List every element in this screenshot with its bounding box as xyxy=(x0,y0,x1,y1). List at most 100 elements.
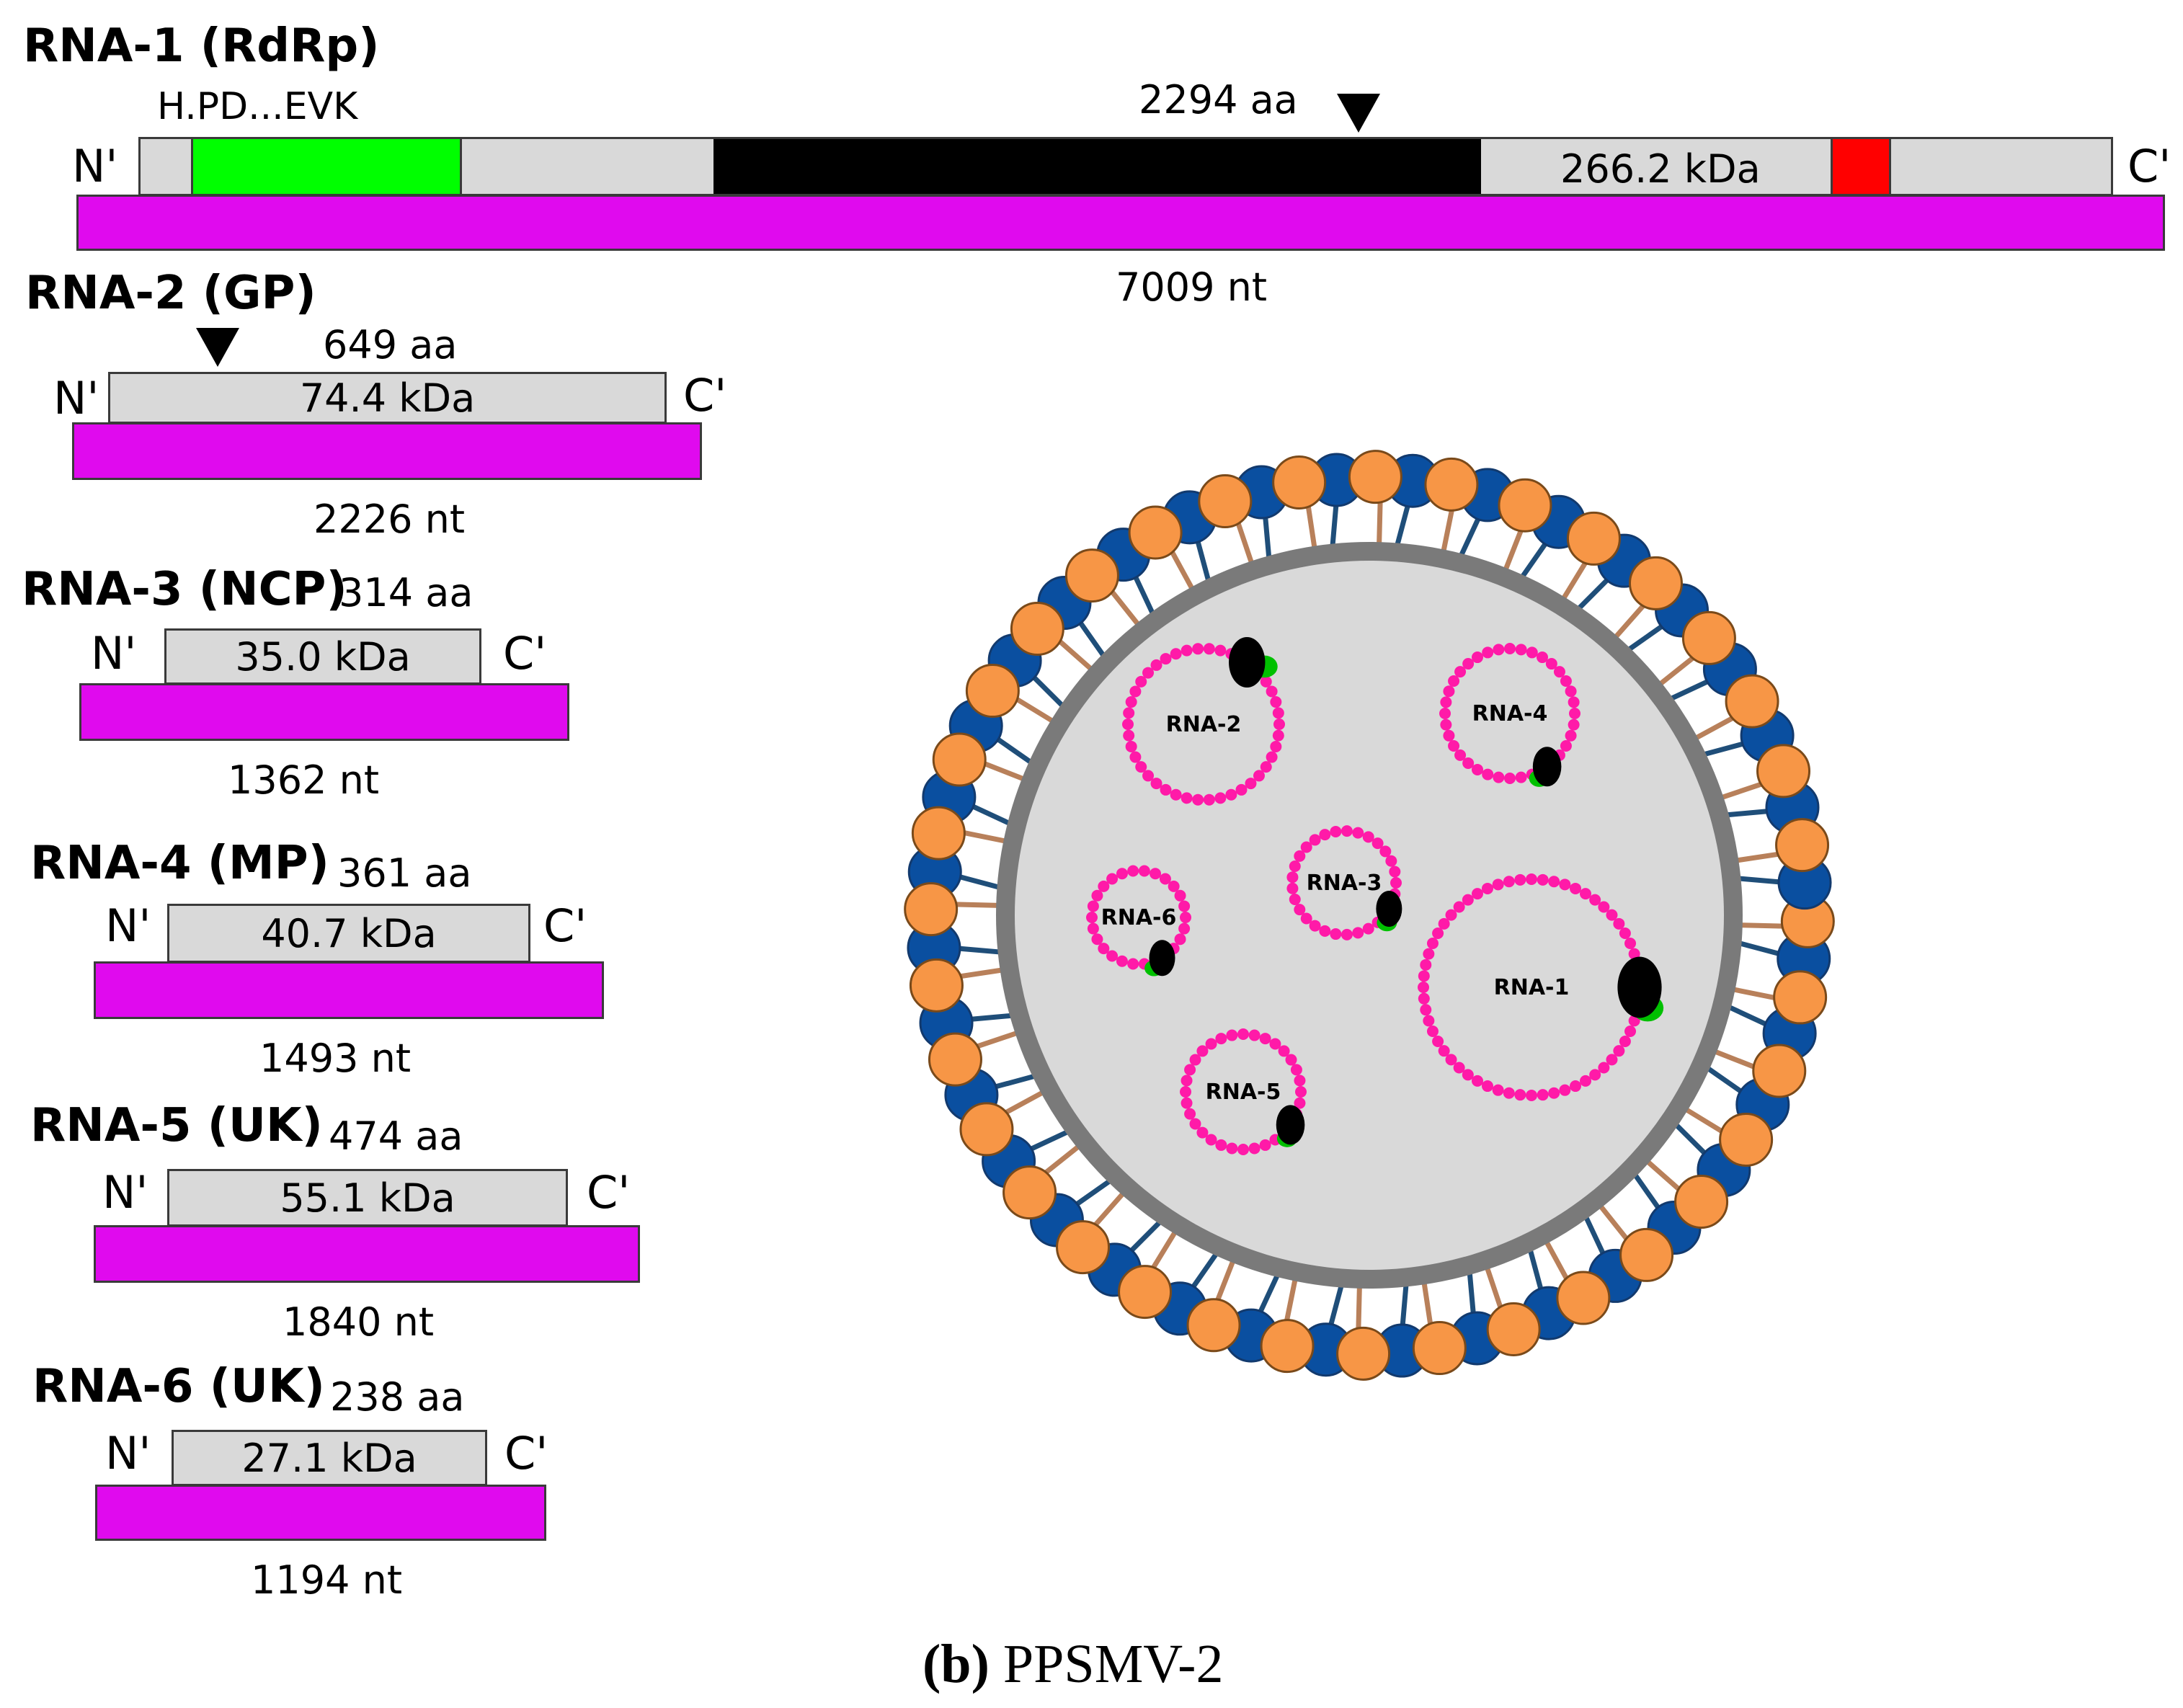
rnp-bead xyxy=(1448,740,1460,752)
rnp-bead xyxy=(1560,675,1572,687)
rnp-bead xyxy=(1205,1134,1217,1146)
rna4-title: RNA-4 (MP) xyxy=(30,837,329,890)
rna5-nt-label: 1840 nt xyxy=(283,1299,434,1345)
rnp-bead xyxy=(1493,771,1505,783)
rnp-bead xyxy=(1286,882,1299,894)
rna4-aa-label: 361 aa xyxy=(337,850,472,896)
rnp-bead xyxy=(1122,719,1134,730)
rnp-bead xyxy=(1259,1033,1271,1045)
rnp-rna-4: RNA-4 xyxy=(1439,643,1580,787)
rnp-bead xyxy=(1116,868,1128,880)
rnp-bead xyxy=(1266,751,1278,763)
rnp-bead xyxy=(1294,1075,1306,1087)
rnp-bead xyxy=(1503,1087,1515,1099)
rna4-nt-label: 1493 nt xyxy=(259,1036,411,1081)
rnp-bead xyxy=(1129,685,1142,698)
rnp-label: RNA-5 xyxy=(1206,1080,1281,1105)
rnp-bead xyxy=(1418,992,1430,1005)
rna3-protein-box: 35.0 kDa xyxy=(164,628,481,685)
rnp-bead xyxy=(1613,1045,1625,1057)
rnp-bead xyxy=(1226,1142,1238,1155)
rnp-bead xyxy=(1086,912,1098,923)
rnp-bead xyxy=(1481,1080,1493,1093)
lipid-head-orange xyxy=(1198,473,1253,528)
rnp-bead xyxy=(1245,778,1257,790)
rnp-bead xyxy=(1462,894,1474,906)
rna5-c-term: C' xyxy=(587,1166,631,1219)
rnp-bead xyxy=(1098,943,1110,955)
rnp-bead xyxy=(1181,1075,1193,1087)
rna1-title: RNA-1 (RdRp) xyxy=(23,19,380,73)
rnp-bead xyxy=(1127,865,1139,877)
lipid-head-orange xyxy=(911,806,966,860)
rnp-bead xyxy=(1181,1097,1193,1109)
lipid-head-orange xyxy=(1010,602,1064,657)
rnp-bead xyxy=(1420,958,1432,971)
rnp-label: RNA-2 xyxy=(1166,712,1242,737)
rnp-bead xyxy=(1237,1144,1249,1155)
lipid-head-orange xyxy=(1186,1298,1241,1353)
lipid-head-orange xyxy=(1773,970,1828,1025)
lipid-head-orange xyxy=(965,664,1020,719)
lipid-head-orange xyxy=(1556,1271,1611,1325)
rnp-bead xyxy=(1568,719,1580,731)
rnp-bead xyxy=(1580,888,1591,900)
lipid-head-orange xyxy=(1056,1220,1111,1275)
lipid-head-orange xyxy=(1719,1112,1774,1167)
lipid-head-orange xyxy=(928,1032,982,1087)
rnp-bead xyxy=(1138,865,1150,877)
rnp-bead xyxy=(1160,653,1172,665)
lipid-head-orange xyxy=(1775,818,1830,873)
rna2-nt-label: 2226 nt xyxy=(314,497,465,542)
rnp-bead xyxy=(1553,666,1565,678)
rnp-bead xyxy=(1352,827,1364,839)
rna6-title: RNA-6 (UK) xyxy=(32,1360,325,1413)
rnp-bead xyxy=(1285,1054,1297,1066)
rnp-bead xyxy=(1548,876,1560,888)
rna4-kda-label: 40.7 kDa xyxy=(261,910,437,956)
caption-text: PPSMV-2 xyxy=(989,1634,1224,1694)
rnp-bead xyxy=(1472,651,1483,664)
lipid-head-orange xyxy=(1756,744,1811,799)
rna3-aa-label: 314 aa xyxy=(339,570,473,615)
rnp-bead xyxy=(1205,1038,1217,1050)
rnp-bead xyxy=(1624,937,1637,949)
rnp-bead xyxy=(1174,933,1186,946)
rnp-bead xyxy=(1098,880,1110,892)
rnp-bead xyxy=(1192,793,1204,806)
rnp-bead xyxy=(1515,644,1527,656)
rnp-bead xyxy=(1159,873,1171,885)
rnp-bead xyxy=(1125,696,1137,708)
lipid-head-orange xyxy=(909,958,964,1013)
lipid-head-orange xyxy=(1348,450,1402,504)
rnp-polymerase xyxy=(1229,636,1266,688)
rnp-bead xyxy=(1215,1139,1227,1151)
rna2-aa-label: 649 aa xyxy=(323,322,458,368)
rna1-motif-label: H.PD...EVK xyxy=(157,85,358,128)
lipid-head-orange xyxy=(1681,610,1736,665)
rnp-bead xyxy=(1184,1064,1196,1076)
rna3-nt-label: 1362 nt xyxy=(228,757,379,803)
rnp-bead xyxy=(1503,876,1515,888)
lipid-head-orange xyxy=(1336,1326,1391,1381)
rna1-nt-label: 7009 nt xyxy=(1116,264,1267,310)
rnp-bead xyxy=(1619,928,1631,939)
rnp-bead xyxy=(1371,837,1384,850)
rnp-bead xyxy=(1426,937,1439,949)
lipid-head-orange xyxy=(1412,1321,1467,1376)
rnp-bead xyxy=(1289,893,1301,905)
rnp-bead xyxy=(1294,850,1306,862)
rnp-bead xyxy=(1613,917,1625,930)
rnp-bead xyxy=(1418,982,1429,993)
lipid-head-orange xyxy=(959,1102,1014,1157)
rnp-label: RNA-1 xyxy=(1494,975,1570,1000)
rnp-bead xyxy=(1142,770,1155,782)
rnp-bead xyxy=(1278,1045,1290,1057)
rnp-bead xyxy=(1087,922,1099,935)
rnp-bead xyxy=(1628,948,1640,960)
rnp-label: RNA-6 xyxy=(1101,905,1177,930)
rna1-red-domain xyxy=(1831,139,1891,194)
rnp-bead xyxy=(1289,860,1301,873)
rnp-bead xyxy=(1235,783,1248,796)
